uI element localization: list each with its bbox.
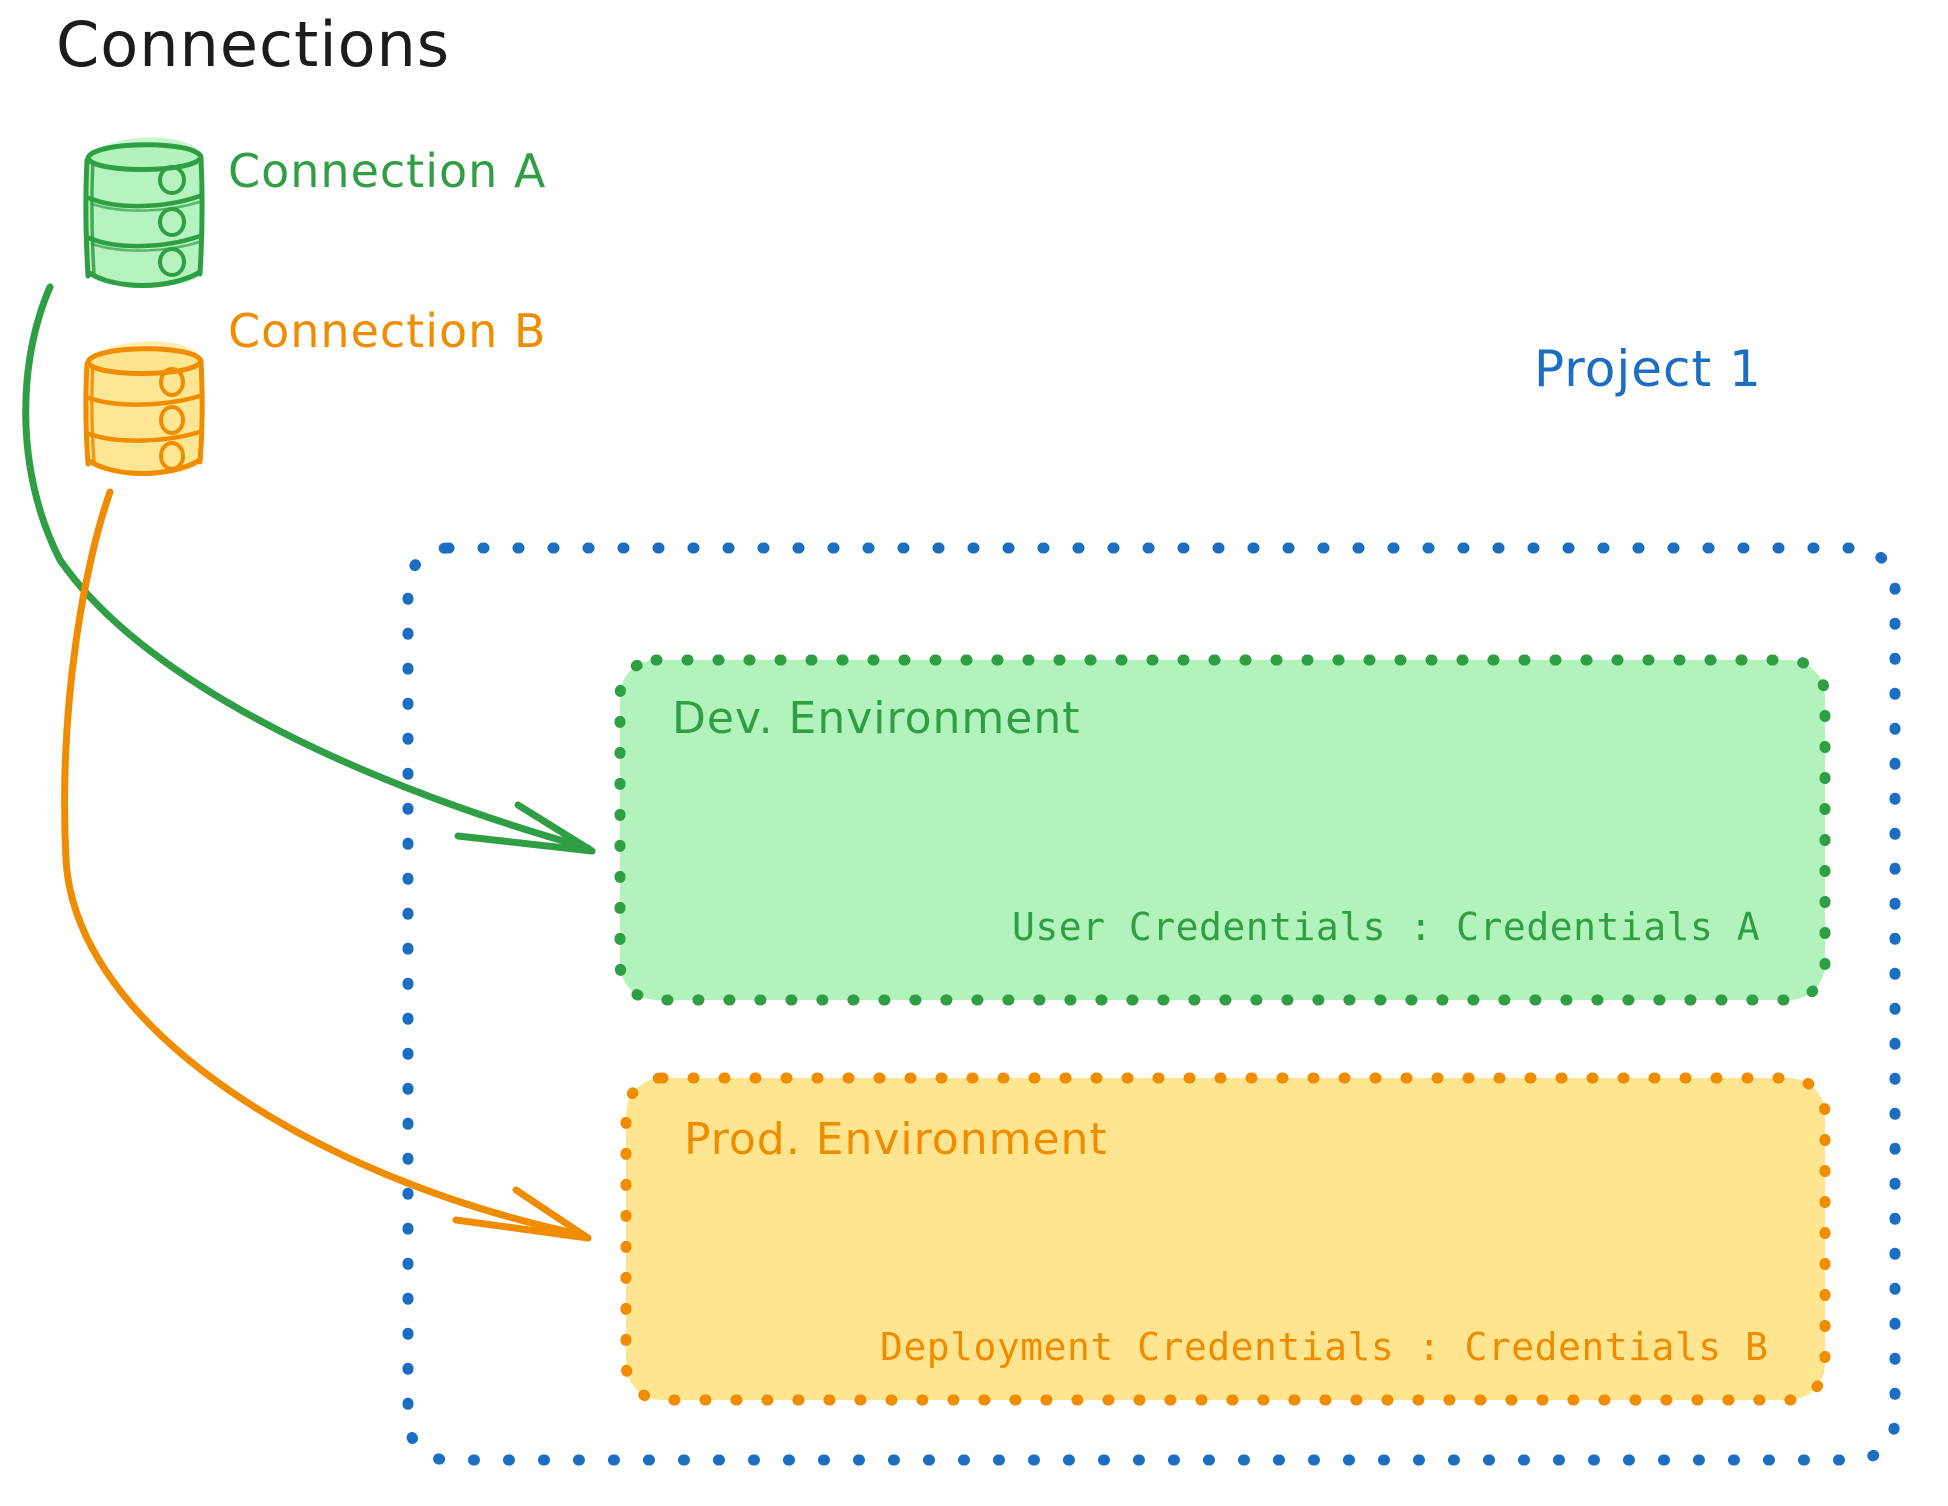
dev-environment-credentials: User Credentials : Credentials A — [1012, 905, 1761, 949]
prod-environment-credentials: Deployment Credentials : Credentials B — [880, 1325, 1769, 1369]
arrow-connection-a-to-dev-environment — [22, 283, 596, 855]
project-1-container — [402, 542, 1901, 1466]
dev-environment-label: Dev. Environment — [672, 693, 1081, 744]
prod-environment-box — [620, 1072, 1831, 1406]
project-1-label: Project 1 — [1534, 340, 1762, 398]
dev-environment-box — [614, 654, 1831, 1006]
connection-b-label: Connection B — [228, 304, 547, 358]
prod-environment-label: Prod. Environment — [684, 1114, 1108, 1165]
connection-a-label: Connection A — [228, 144, 547, 198]
connection-a-database-icon[interactable] — [83, 137, 205, 288]
page-title: Connections — [56, 8, 451, 81]
connection-b-database-icon[interactable] — [83, 341, 205, 476]
arrow-connection-b-to-prod-environment — [61, 488, 592, 1242]
